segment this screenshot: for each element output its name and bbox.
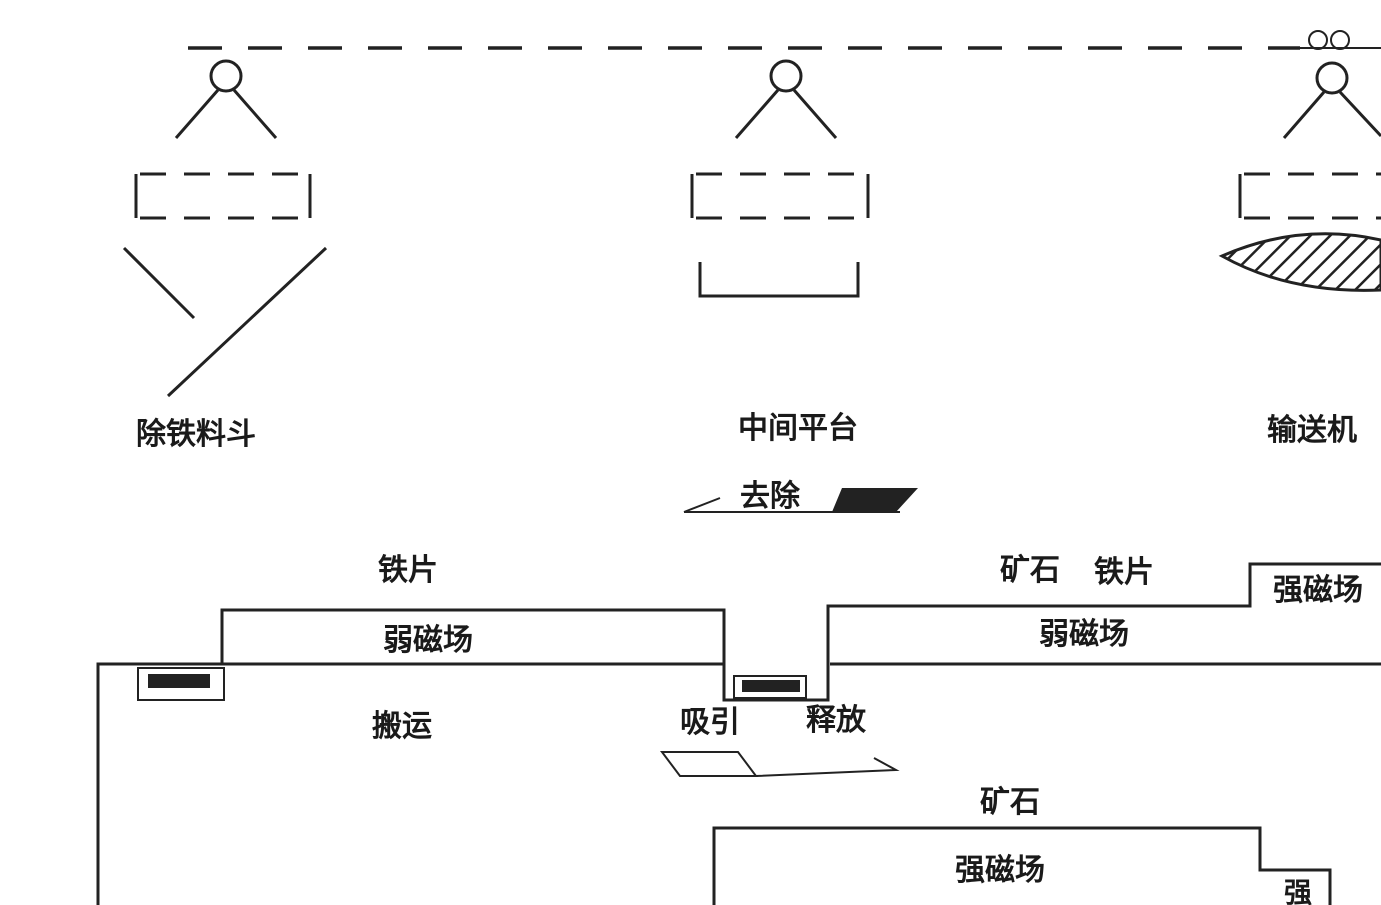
strong-magnet-step-bottom xyxy=(712,826,1332,905)
hook-icon xyxy=(174,59,278,139)
electromagnet-outline xyxy=(690,172,870,220)
release-label: 释放 xyxy=(806,703,867,738)
weak-magnet-left-label: 弱磁场 xyxy=(383,623,473,658)
small-magnet-block-mid xyxy=(733,675,807,699)
hopper-chute-lines xyxy=(122,246,328,398)
remove-label: 去除 xyxy=(740,479,801,514)
hopper-label: 除铁料斗 xyxy=(136,417,256,452)
small-magnet-block-left xyxy=(137,667,225,701)
electromagnet-outline xyxy=(134,172,312,220)
ore-top-label: 矿石 xyxy=(1000,553,1060,588)
middle-platform-label: 中间平台 xyxy=(738,411,858,446)
hopper-station: 除铁料斗 xyxy=(122,59,328,452)
strong-magnet-top-label: 强磁场 xyxy=(1273,573,1363,608)
transport-label: 搬运 xyxy=(372,709,432,744)
conveyor-station: 输送机 xyxy=(1218,61,1381,448)
ore-bottom-label: 矿石 xyxy=(980,785,1040,820)
transport-level-line xyxy=(96,662,724,905)
iron-piece-right-label: 铁片 xyxy=(1094,555,1154,590)
strong-magnet-bottom-label: 强磁场 xyxy=(955,853,1045,888)
weak-magnet-step-left xyxy=(220,562,1381,702)
iron-piece-left-label: 铁片 xyxy=(378,553,438,588)
attract-release-plate xyxy=(660,751,900,777)
platform-tray xyxy=(698,262,860,298)
remove-arrow xyxy=(683,488,918,513)
process-timeline: 铁片 弱磁场 搬运 吸引 释放 矿石 铁片 弱磁场 强磁场 矿石 强磁场 强 xyxy=(96,553,1381,905)
removed-iron-plate xyxy=(832,488,918,512)
attract-label: 吸引 xyxy=(680,705,740,740)
corner-partial-label: 强 xyxy=(1284,876,1312,905)
conveyor-label: 输送机 xyxy=(1267,413,1357,448)
hook-icon xyxy=(1282,61,1381,139)
pulley-icon xyxy=(1300,30,1381,50)
weak-magnet-right-label: 弱磁场 xyxy=(1039,617,1129,652)
electromagnet-outline xyxy=(1238,172,1381,220)
hook-icon xyxy=(734,59,838,139)
middle-platform-station: 中间平台 去除 xyxy=(683,59,918,514)
hatched-lens-icon xyxy=(1218,232,1381,292)
